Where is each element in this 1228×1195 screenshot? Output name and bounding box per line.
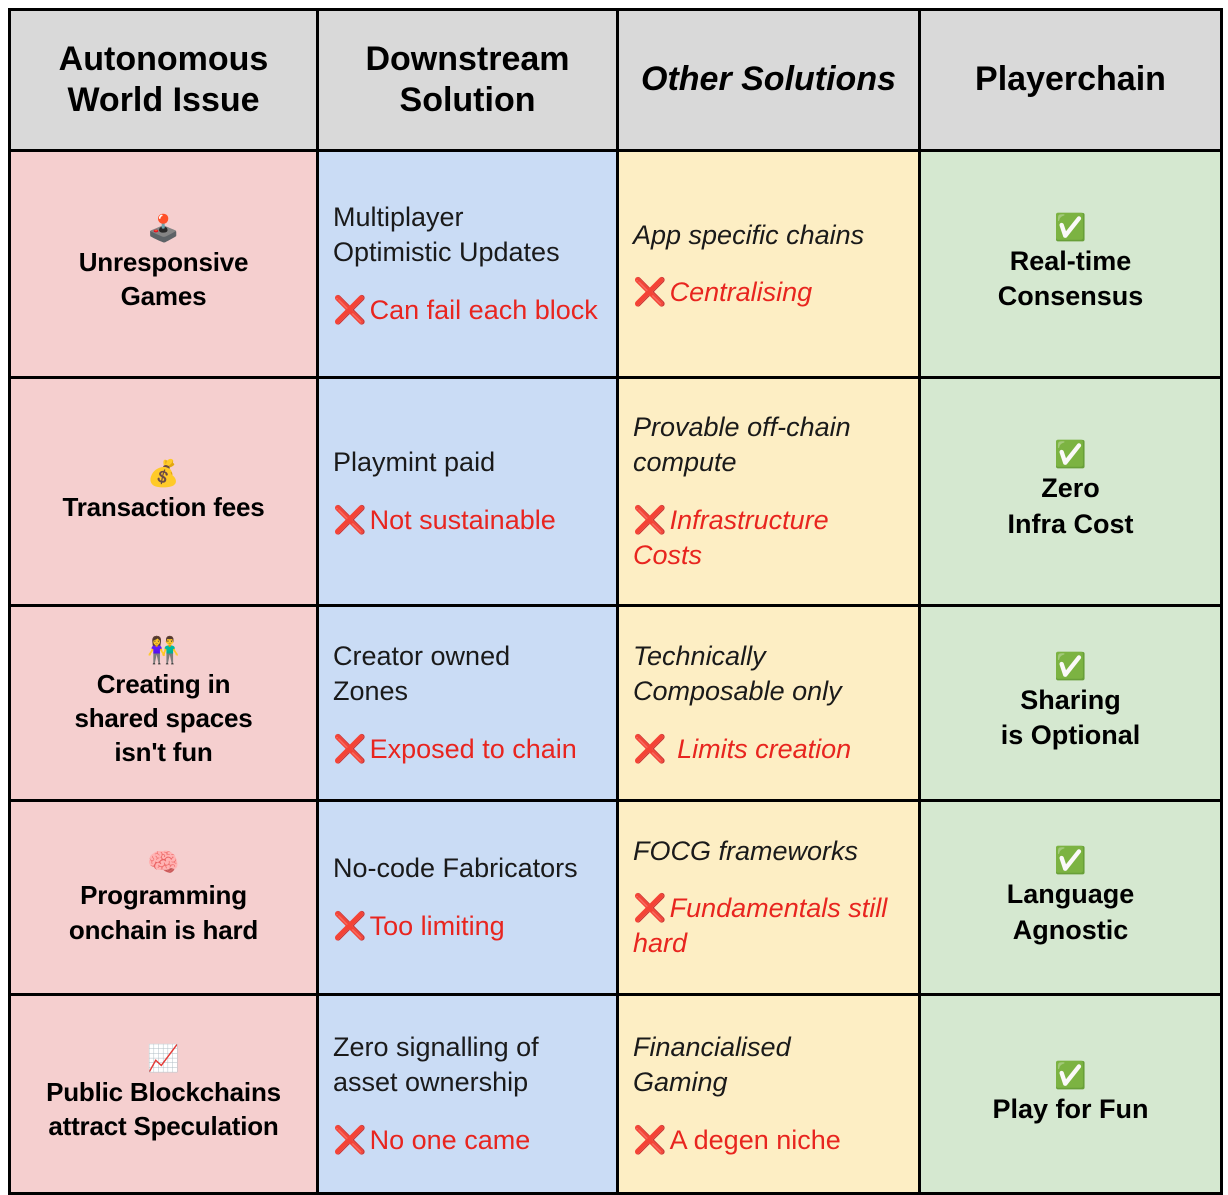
other-drawback-text: Centralising [669,277,813,307]
other-drawback: ❌Infrastructure Costs [633,503,904,573]
other-solution-text: App specific chains [633,219,865,250]
other-solution-cell: FOCG frameworks ❌Fundamentals still hard [616,799,921,996]
cross-mark-icon: ❌ [333,504,367,535]
check-mark-icon: ✅ [1054,1059,1087,1090]
joystick-icon: 🕹️ [147,213,180,244]
other-drawback: ❌Centralising [633,275,904,310]
table-row: 💰 Transaction fees Playmint paid ❌Not su… [8,376,1223,607]
check-mark-icon: ✅ [1054,845,1087,876]
cross-mark-icon: ❌ [333,733,367,764]
downstream-drawback: ❌Not sustainable [333,503,602,538]
other-solution-text: Provable off-chain compute [633,412,851,478]
other-solution-cell: Provable off-chain compute ❌Infrastructu… [616,376,921,607]
downstream-drawback-text: No one came [369,1124,531,1155]
cross-mark-icon: ❌ [633,1124,667,1155]
other-drawback-text: Limits creation [669,733,852,764]
money-bag-icon: 💰 [147,458,180,489]
other-drawback: ❌A degen niche [633,1123,904,1158]
downstream-solution-text: No-code Fabricators [333,853,578,884]
downstream-solution-text: Playmint paid [333,447,496,478]
brain-icon: 🧠 [147,846,180,877]
cross-mark-icon: ❌ [633,504,667,535]
chart-increasing-icon: 📈 [147,1043,180,1074]
issue-label: Transaction fees [62,491,265,522]
couple-holding-hands-icon: 👫 [147,635,180,666]
downstream-drawback-text: Exposed to chain [369,733,577,764]
cross-mark-icon: ❌ [333,1124,367,1155]
other-drawback-text: A degen niche [669,1124,841,1155]
downstream-drawback: ❌Too limiting [333,909,602,944]
cross-mark-icon: ❌ [633,277,667,307]
column-header-other-solutions: Other Solutions [616,8,921,152]
downstream-drawback: ❌Exposed to chain [333,732,602,767]
playerchain-cell: ✅ Play for Fun [918,993,1223,1195]
other-drawback-text: Infrastructure Costs [633,504,829,570]
column-header-playerchain: Playerchain [918,8,1223,152]
downstream-drawback-text: Can fail each block [369,294,598,325]
other-drawback-text: Fundamentals still hard [633,892,888,959]
other-solution-text: FOCG frameworks [633,835,859,866]
check-mark-icon: ✅ [1054,439,1087,470]
downstream-drawback: ❌Can fail each block [333,293,602,328]
other-drawback: ❌ Limits creation [633,732,904,767]
downstream-drawback: ❌No one came [333,1123,602,1158]
playerchain-label: Play for Fun [992,1093,1149,1124]
check-mark-icon: ✅ [1054,650,1087,681]
check-mark-icon: ✅ [1054,211,1087,242]
downstream-solution-cell: Playmint paid ❌Not sustainable [316,376,619,607]
downstream-drawback-text: Not sustainable [369,504,556,535]
cross-mark-icon: ❌ [633,892,667,923]
cross-mark-icon: ❌ [333,294,367,325]
downstream-drawback-text: Too limiting [369,910,505,941]
cross-mark-icon: ❌ [633,733,667,764]
issue-cell: 💰 Transaction fees [8,376,319,607]
other-drawback: ❌Fundamentals still hard [633,891,904,961]
other-solution-cell: App specific chains ❌Centralising [616,149,921,379]
cross-mark-icon: ❌ [333,910,367,941]
downstream-solution-cell: No-code Fabricators ❌Too limiting [316,799,619,996]
